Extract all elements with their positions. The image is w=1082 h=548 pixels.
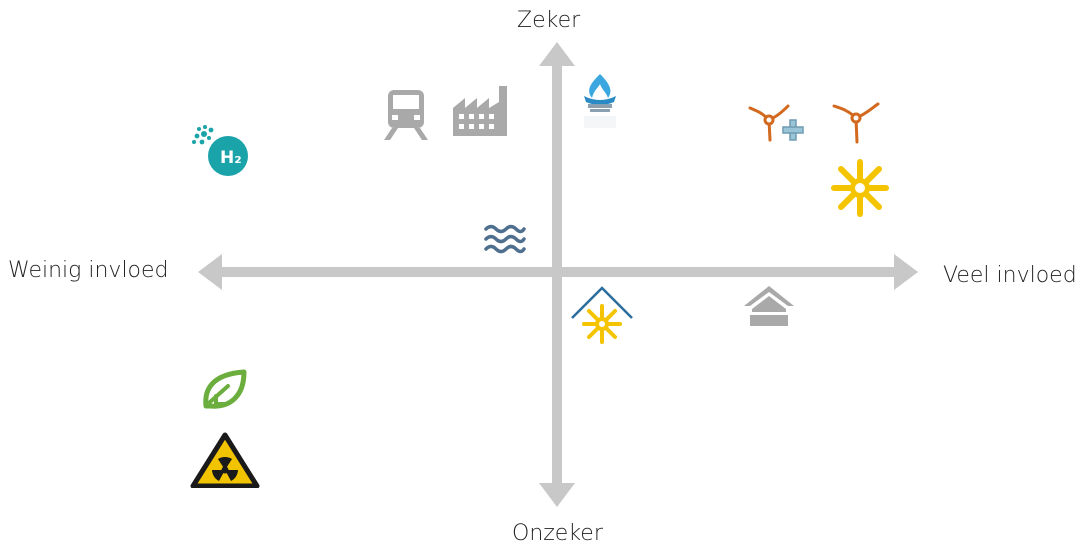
wind-icon xyxy=(832,100,880,144)
solar-roof-icon xyxy=(570,284,634,346)
axis-label-certain: Zeker xyxy=(517,8,581,33)
bottom-arrowhead xyxy=(539,483,575,507)
hydrogen-caption: H₂ xyxy=(220,148,242,168)
wind-plus-icon xyxy=(746,102,812,144)
nuclear-icon xyxy=(190,432,260,488)
axis-label-much-influence: Veel invloed xyxy=(943,263,1077,288)
hydrogen-icon: H₂ xyxy=(190,122,254,182)
solar-icon xyxy=(830,158,890,218)
left-arrowhead xyxy=(198,254,222,290)
vertical-axis xyxy=(552,62,562,490)
axis-label-little-influence: Weinig invloed xyxy=(8,258,169,283)
train-icon xyxy=(384,88,428,140)
green-gas-icon xyxy=(574,72,626,130)
factory-icon xyxy=(451,84,513,138)
water-icon xyxy=(484,222,526,256)
axis-label-uncertain: Onzeker xyxy=(512,521,603,546)
top-arrowhead xyxy=(539,42,575,66)
house-icon xyxy=(742,284,796,328)
right-arrowhead xyxy=(894,254,918,290)
biomass-leaf-icon xyxy=(200,368,248,410)
